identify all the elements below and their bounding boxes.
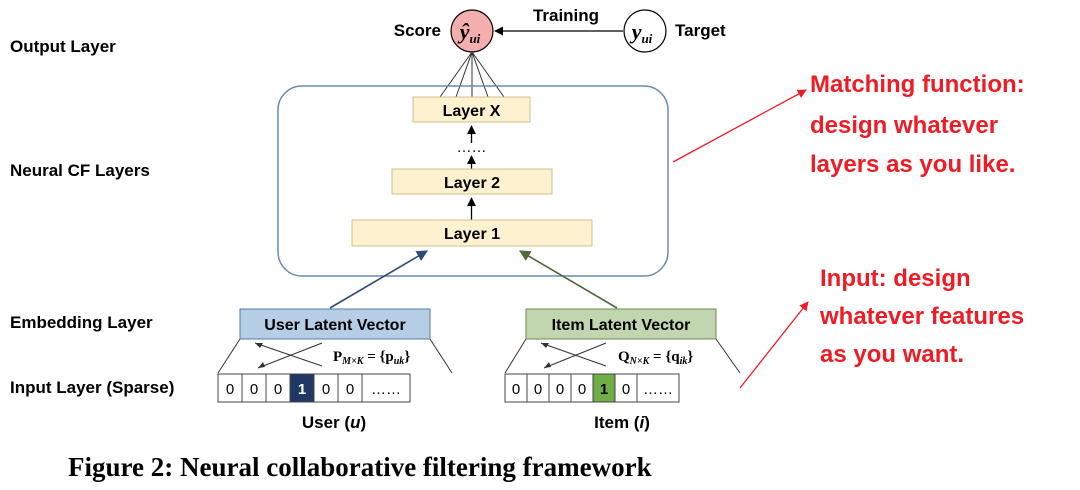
matching-annotation-arrow [672, 89, 807, 163]
layer-2-label: Layer 2 [444, 175, 500, 192]
neural-cf-container [277, 85, 669, 277]
user-input-cell [361, 373, 411, 403]
user-embedding-matrix: PM×K = {puk} [333, 349, 410, 367]
label-output-layer: Output Layer [10, 37, 116, 56]
item-caption: Item (i) [594, 413, 650, 432]
layer-x-box [412, 96, 531, 123]
input-annotation-line-3: as you want. [820, 341, 964, 368]
user-input-cell-value: 0 [250, 381, 258, 398]
item-input-cell-value: 0 [622, 381, 630, 398]
user-input-cell [241, 373, 267, 403]
item-input-cell [636, 373, 680, 403]
user-input-cell [265, 373, 291, 403]
item-embedding-arrow [519, 250, 618, 309]
user-input-cell [289, 373, 315, 403]
score-symbol: ŷui [457, 19, 481, 46]
score-label: Score [394, 21, 441, 40]
user-input-cell-value: 0 [346, 381, 354, 398]
input-annotation-arrow [739, 301, 809, 389]
item-input-cell-value: 0 [534, 381, 542, 398]
user-cross-arrowhead-a [255, 343, 263, 348]
user-input-cell-value: 1 [298, 381, 306, 398]
user-cross-arrowhead-b [258, 362, 265, 368]
layer-1-label: Layer 1 [444, 226, 500, 243]
item-latent-vector-label: Item Latent Vector [552, 317, 691, 334]
user-latent-vector-label: User Latent Vector [264, 317, 405, 334]
item-input-cell-value: …… [643, 381, 673, 398]
target-node [623, 9, 667, 53]
input-annotation-line-2: whatever features [819, 303, 1024, 330]
item-input-cell-value: 0 [578, 381, 586, 398]
item-latent-vector-box [525, 308, 717, 340]
score-connections [439, 51, 505, 98]
matching-annotation-line-1: Matching function: [810, 71, 1025, 98]
figure-caption: Figure 2: Neural collaborative filtering… [68, 452, 652, 482]
user-input-cell-value: 0 [226, 381, 234, 398]
layer-x-label: Layer X [443, 103, 501, 120]
item-cross-arrowhead-b [544, 362, 551, 368]
label-input-layer: Input Layer (Sparse) [10, 378, 174, 397]
user-latent-vector-box [239, 308, 431, 340]
user-embedding-arrow [329, 250, 428, 309]
training-label: Training [533, 6, 599, 25]
target-symbol: yui [629, 19, 653, 46]
user-embedding-projection [217, 338, 453, 374]
user-input-cell-value: …… [371, 381, 401, 398]
item-input-cell-value: 0 [556, 381, 564, 398]
label-neural-cf-layers: Neural CF Layers [10, 161, 150, 180]
item-embedding-matrix: QN×K = {qik} [618, 349, 693, 367]
item-input-cell-value: 0 [512, 381, 520, 398]
item-input-cell-value: 1 [600, 381, 608, 398]
label-embedding-layer: Embedding Layer [10, 313, 153, 332]
item-cross-arrowhead-a [541, 343, 549, 348]
user-input-cell [313, 373, 339, 403]
target-label: Target [675, 21, 726, 40]
matching-annotation-line-3: layers as you like. [810, 151, 1015, 178]
user-caption: User (u) [302, 413, 366, 432]
input-annotation-line-1: Input: design [820, 265, 971, 292]
user-input-cell-value: 0 [322, 381, 330, 398]
user-input-cell-value: 0 [274, 381, 282, 398]
layer-dots: …… [457, 139, 487, 156]
layer-2-box [391, 168, 553, 195]
item-embedding-projection [504, 338, 741, 374]
matching-annotation-line-2: design whatever [810, 112, 998, 139]
layer-1-box [351, 219, 593, 247]
